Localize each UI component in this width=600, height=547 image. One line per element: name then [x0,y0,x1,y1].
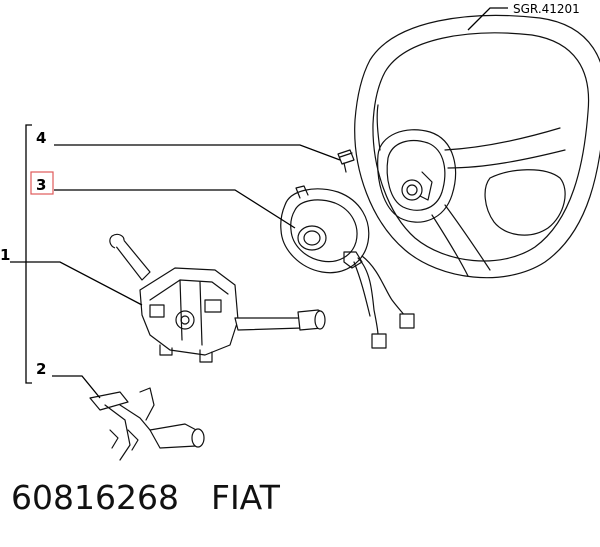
screw-drawing [337,149,355,173]
caption: 60816268 FIAT [11,478,280,517]
steering-wheel-drawing [354,14,600,279]
caption-brand: FIAT [210,478,280,517]
part-label-4[interactable]: 4 [36,129,46,147]
part-label-2[interactable]: 2 [36,360,46,378]
reference-code-label: SGR.41201 [513,2,580,16]
part-label-3[interactable]: 3 [36,176,46,194]
combination-switch-drawing [109,233,326,363]
lead-drawing [89,387,205,461]
part-label-1[interactable]: 1 [0,246,10,264]
leader-lines [10,7,508,399]
part-label-3-highlight [30,171,54,195]
caption-part-number: 60816268 [11,478,179,517]
clock-spring-drawing [280,185,415,349]
